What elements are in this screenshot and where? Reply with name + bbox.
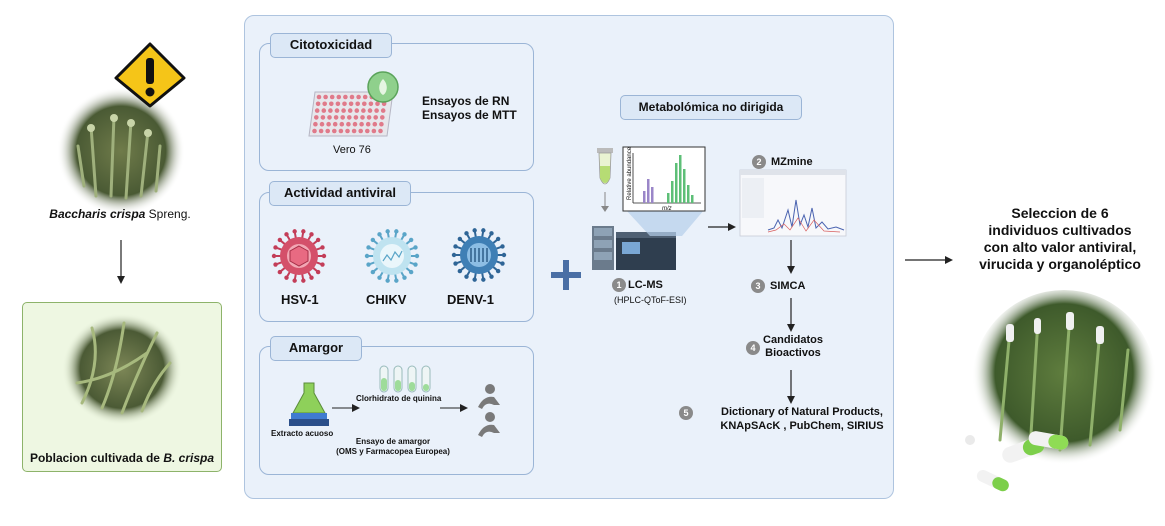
virus-hsv1-icon	[271, 229, 327, 288]
spectrum-y-axis-label: Relative abundance	[627, 146, 633, 200]
databases-line1: Dictionary of Natural Products,	[721, 406, 883, 418]
result-text: Seleccion de 6 individuos cultivados con…	[962, 205, 1158, 273]
result-line4: virucida y organoléptico	[979, 256, 1141, 272]
assay-rn-label: Ensayos de RN	[422, 94, 510, 108]
virus-denv1-icon	[451, 228, 507, 287]
spectrum-x-axis-label: m/z	[662, 206, 672, 212]
virus-chikv-icon	[364, 229, 420, 288]
databases-line2: KNApSAcK , PubChem, SIRIUS	[720, 420, 884, 432]
virus-label-denv1: DENV-1	[447, 292, 494, 307]
lcms-instrument-icon	[592, 218, 678, 277]
citotoxicidad-panel	[259, 43, 534, 171]
spectrum-zoom-shape	[620, 208, 710, 243]
quinine-label: Clorhidrato de quinina	[356, 394, 442, 403]
arrow-down-left	[115, 240, 127, 295]
arrow-to-simca	[785, 240, 797, 281]
plus-icon	[551, 260, 581, 295]
stirrer-flask-icon	[289, 381, 329, 432]
extract-label: Extracto acuoso	[271, 429, 334, 438]
arrow-to-tasters	[440, 400, 470, 418]
microplate-icon	[305, 80, 397, 140]
step-number-2: 2	[752, 155, 766, 169]
warning-icon	[114, 42, 186, 108]
candidates-line1: Candidatos	[763, 334, 823, 346]
vial-icon	[595, 148, 615, 223]
assay-mtt-label: Ensayos de MTT	[422, 108, 517, 122]
step-sub-lcms: (HPLC-QToF-ESI)	[614, 295, 687, 305]
taster-people-icon	[470, 383, 504, 444]
step-label-databases: Dictionary of Natural Products, KNApSAcK…	[714, 405, 890, 433]
mass-spectrum-chart	[622, 146, 706, 216]
virus-label-hsv1: HSV-1	[281, 292, 319, 307]
antiviral-title: Actividad antiviral	[269, 181, 411, 206]
cell-culture-icon	[367, 71, 399, 103]
arrow-to-mzmine	[708, 219, 738, 237]
field-photo-with-capsules	[960, 290, 1156, 500]
step-label-candidates: Candidatos Bioactivos	[758, 334, 828, 360]
virus-label-chikv: CHIKV	[366, 292, 407, 307]
quinine-tubes-icon	[378, 364, 440, 399]
step-number-1: 1	[612, 278, 626, 292]
candidates-line2: Bioactivos	[765, 347, 821, 359]
step-number-4: 4	[746, 341, 760, 355]
bitterness-assay-text: Ensayo de amargor	[355, 437, 431, 446]
wild-plant-photo	[56, 86, 186, 216]
arrow-to-tubes	[332, 400, 362, 418]
arrow-to-candidates	[785, 298, 797, 339]
arrow-to-result	[905, 252, 955, 270]
cultivated-caption: Poblacion cultivada de B. crispa	[29, 451, 215, 465]
bitterness-assay-label: Ensayo de amargor (OMS y Farmacopea Euro…	[320, 437, 466, 457]
result-line1: Seleccion de 6	[1011, 205, 1109, 221]
mzmine-screenshot-icon	[739, 169, 847, 241]
metabolomics-title: Metabolómica no dirigida	[620, 95, 802, 120]
result-line3: con alto valor antiviral,	[983, 239, 1137, 255]
step-label-simca: SIMCA	[770, 280, 806, 292]
arrow-to-databases	[785, 370, 797, 411]
amargor-title: Amargor	[270, 336, 362, 361]
species-caption: Baccharis crispa Spreng.	[49, 207, 191, 221]
bitterness-assay-ref: (OMS y Farmacopea Europea)	[336, 447, 450, 456]
result-line2: individuos cultivados	[988, 222, 1132, 238]
cultivated-plant-photo	[62, 313, 182, 425]
citotoxicidad-title: Citotoxicidad	[270, 33, 392, 58]
cell-line-label: Vero 76	[333, 144, 371, 156]
step-label-mzmine: MZmine	[771, 156, 813, 168]
step-number-5: 5	[679, 406, 693, 420]
step-label-lcms: LC-MS	[628, 279, 663, 291]
step-number-3: 3	[751, 279, 765, 293]
